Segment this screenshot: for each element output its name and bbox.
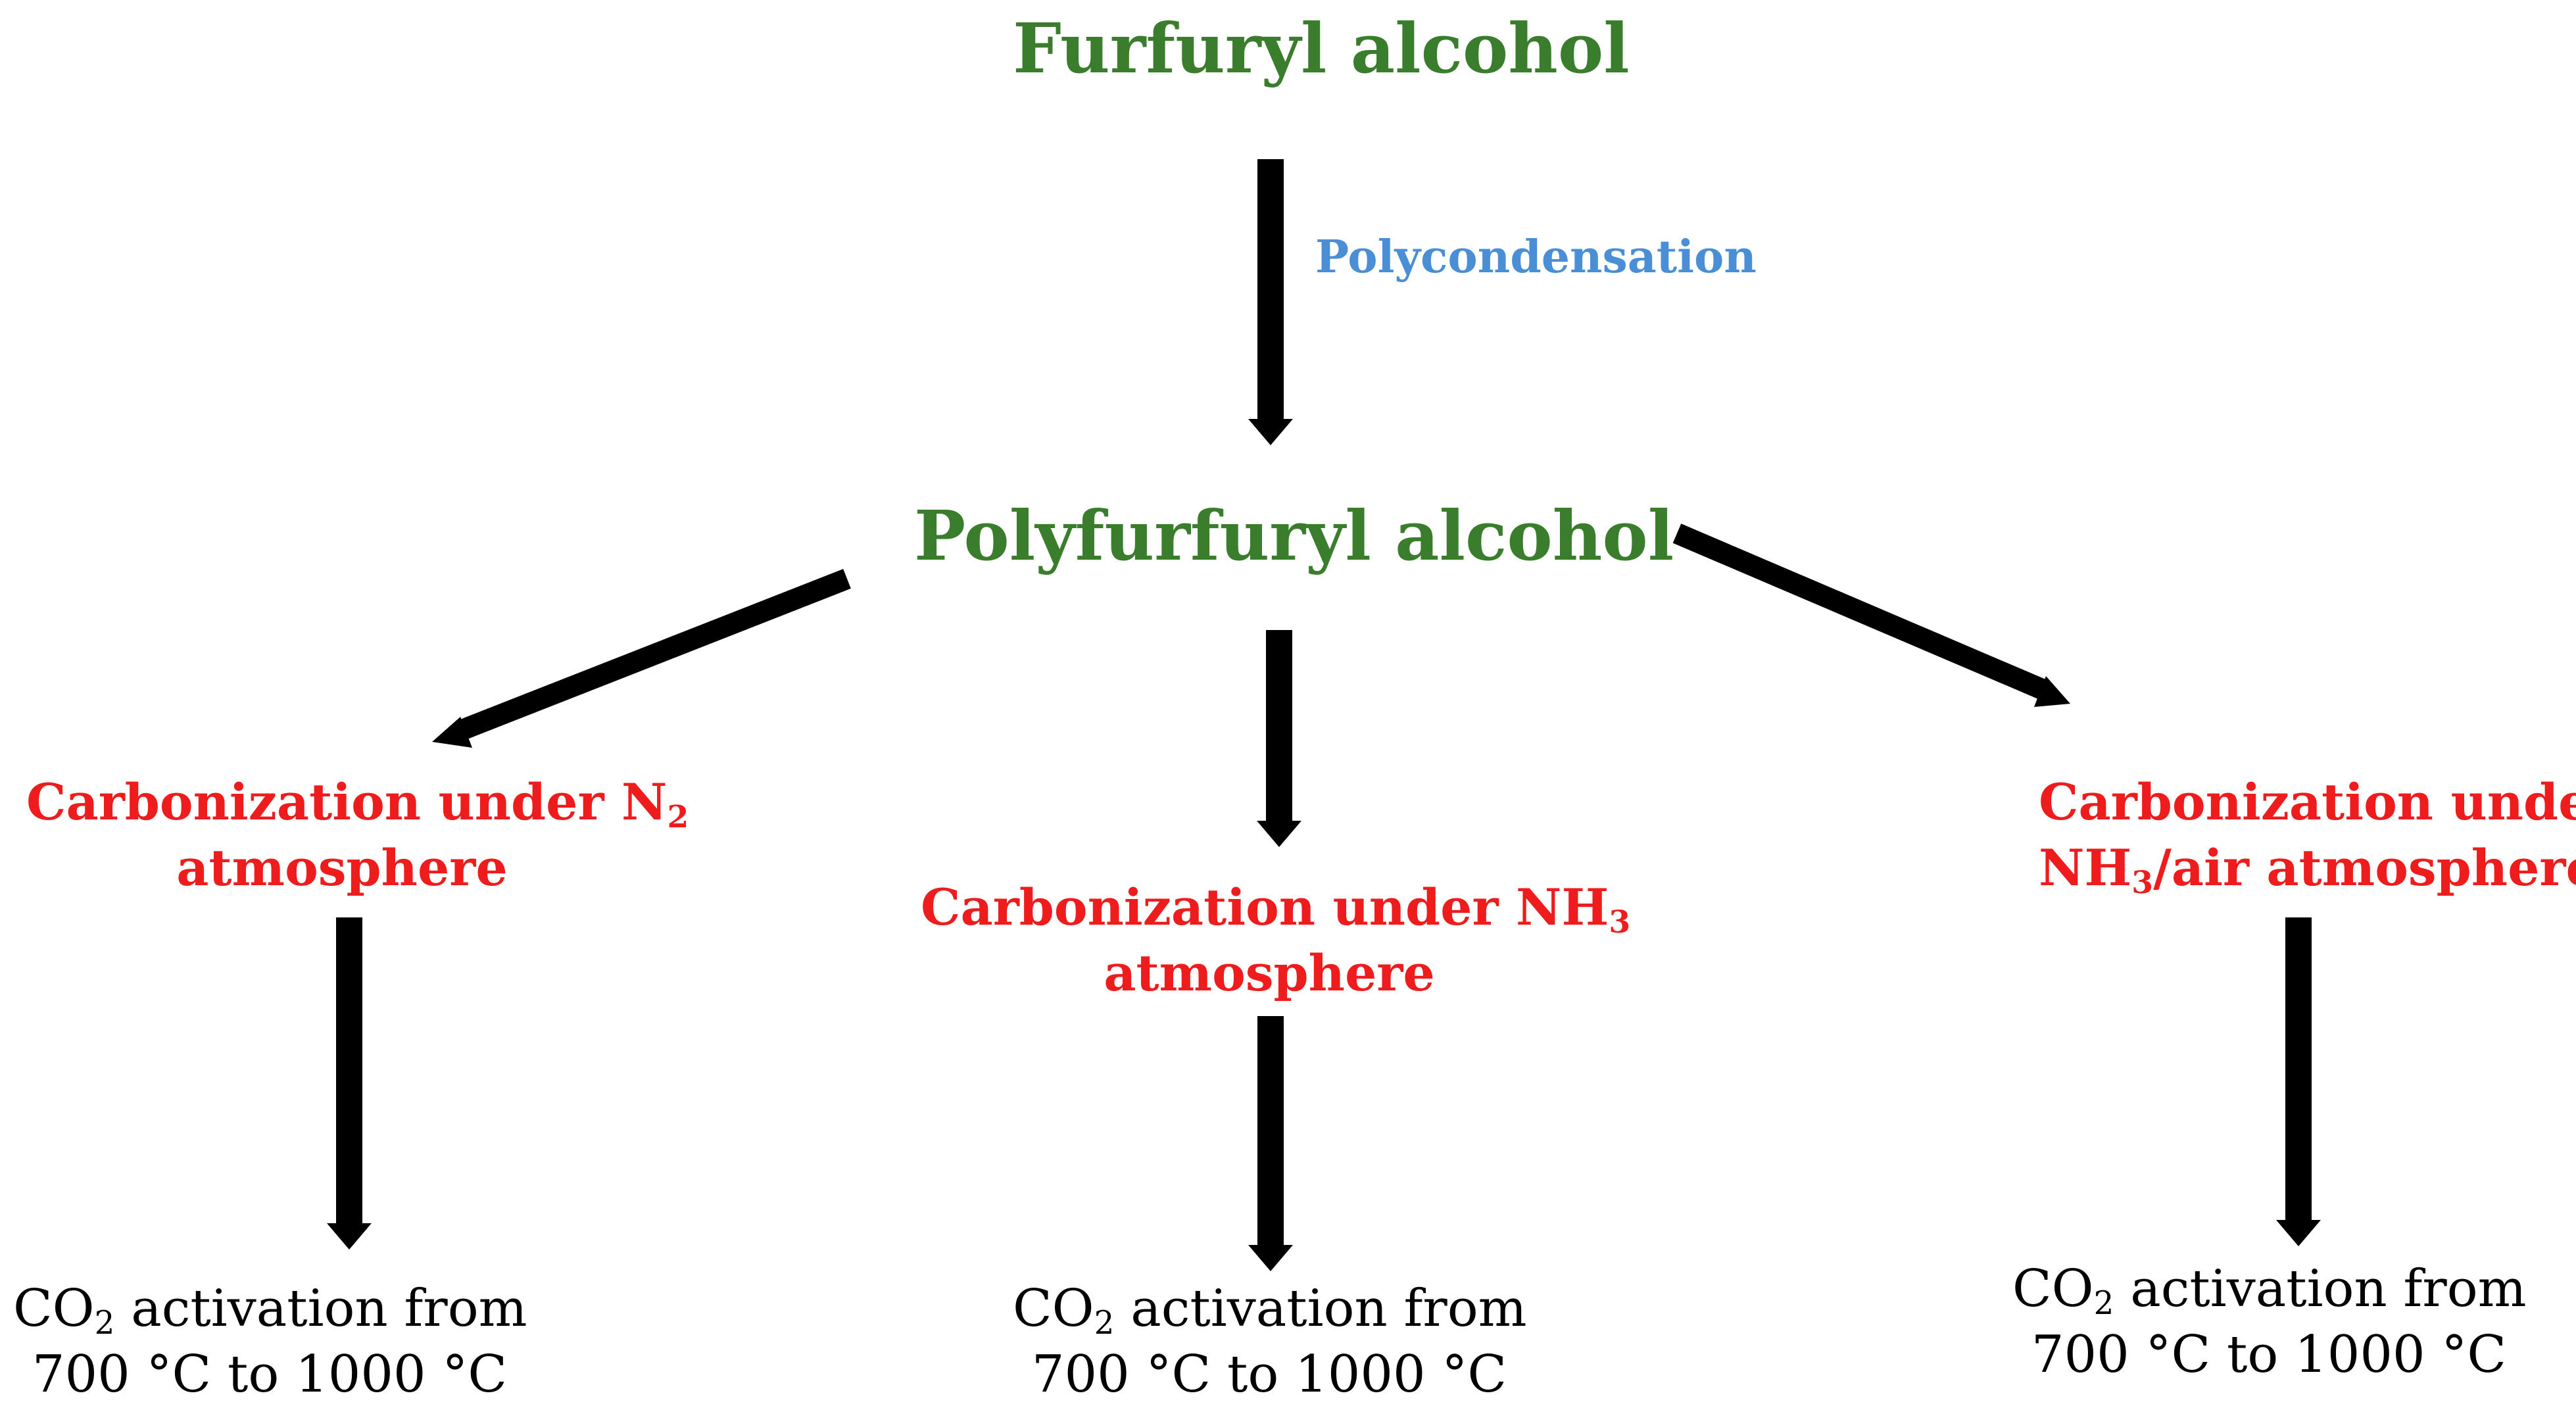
activation-center-prefix: CO <box>1013 1279 1094 1338</box>
polycondensation-text: Polycondensation <box>1315 231 1757 283</box>
polyfurfuryl-alcohol-label: Polyfurfuryl alcohol <box>914 497 1674 575</box>
activation-right-subscript: 2 <box>2093 1285 2114 1323</box>
furfuryl-alcohol-text: Furfuryl alcohol <box>1013 8 1630 89</box>
arrow-n2-to-activation <box>327 917 372 1250</box>
carbonization-nh3-label: Carbonization under NH3 atmosphere <box>921 875 1630 1006</box>
activation-left-line2: 700 °C to 1000 °C <box>32 1345 508 1404</box>
activation-right-suffix: activation from <box>2114 1259 2527 1319</box>
activation-right-prefix: CO <box>2012 1259 2094 1319</box>
carbonization-n2-prefix: Carbonization under N <box>26 773 668 831</box>
polyfurfuryl-alcohol-text: Polyfurfuryl alcohol <box>914 495 1674 576</box>
arrow-nh3-air-to-activation <box>2276 917 2321 1246</box>
carbonization-nh3-subscript: 3 <box>1609 904 1631 940</box>
carbonization-nh3-air-label: Carbonization under NH3/air atmosphere <box>2039 769 2576 901</box>
carbonization-n2-label: Carbonization under N2 atmosphere <box>26 769 689 901</box>
carbonization-nh3-air-line2: NH3/air atmosphere <box>2039 835 2576 901</box>
carbonization-n2-line1: Carbonization under N2 <box>26 769 689 835</box>
activation-right-line1: CO2 activation from <box>2012 1256 2527 1323</box>
arrow-to-carbonization-nh3 <box>1257 630 1301 847</box>
furfuryl-alcohol-label: Furfuryl alcohol <box>1013 9 1630 88</box>
activation-center-suffix: activation from <box>1114 1279 1527 1338</box>
carbonization-nh3-air-suffix: /air atmosphere <box>2153 839 2576 897</box>
carbonization-nh3-air-line1: Carbonization under <box>2039 773 2576 831</box>
carbonization-nh3-air-prefix: NH <box>2039 839 2132 897</box>
activation-center-line2: 700 °C to 1000 °C <box>1031 1345 1507 1404</box>
arrow-left-shaft <box>460 569 851 739</box>
arrow-polycondensation <box>1248 159 1293 445</box>
activation-left-prefix: CO <box>13 1279 95 1338</box>
activation-left-line1: CO2 activation from <box>13 1276 527 1342</box>
activation-center-subscript: 2 <box>1094 1305 1115 1342</box>
carbonization-n2-line2: atmosphere <box>176 839 508 897</box>
activation-left-subscript: 2 <box>94 1305 115 1342</box>
arrow-right-shaft <box>1672 523 2047 699</box>
carbonization-nh3-line2: atmosphere <box>1104 944 1435 1002</box>
activation-left-suffix: activation from <box>114 1279 527 1338</box>
activation-center-line1: CO2 activation from <box>1013 1276 1527 1342</box>
arrow-left-head <box>432 717 472 748</box>
polycondensation-label: Polycondensation <box>1315 231 1757 283</box>
activation-right-label: CO2 activation from 700 °C to 1000 °C <box>2012 1256 2527 1388</box>
arrow-nh3-to-activation <box>1248 1016 1293 1271</box>
activation-center-label: CO2 activation from 700 °C to 1000 °C <box>1013 1276 1527 1407</box>
carbonization-nh3-air-subscript: 3 <box>2131 864 2154 901</box>
carbonization-n2-subscript: 2 <box>667 798 689 835</box>
carbonization-nh3-prefix: Carbonization under NH <box>921 878 1609 936</box>
carbonization-nh3-line1: Carbonization under NH3 <box>921 875 1630 940</box>
activation-right-line2: 700 °C to 1000 °C <box>2031 1325 2507 1384</box>
activation-left-label: CO2 activation from 700 °C to 1000 °C <box>13 1276 527 1407</box>
arrow-right-head <box>2034 676 2070 707</box>
